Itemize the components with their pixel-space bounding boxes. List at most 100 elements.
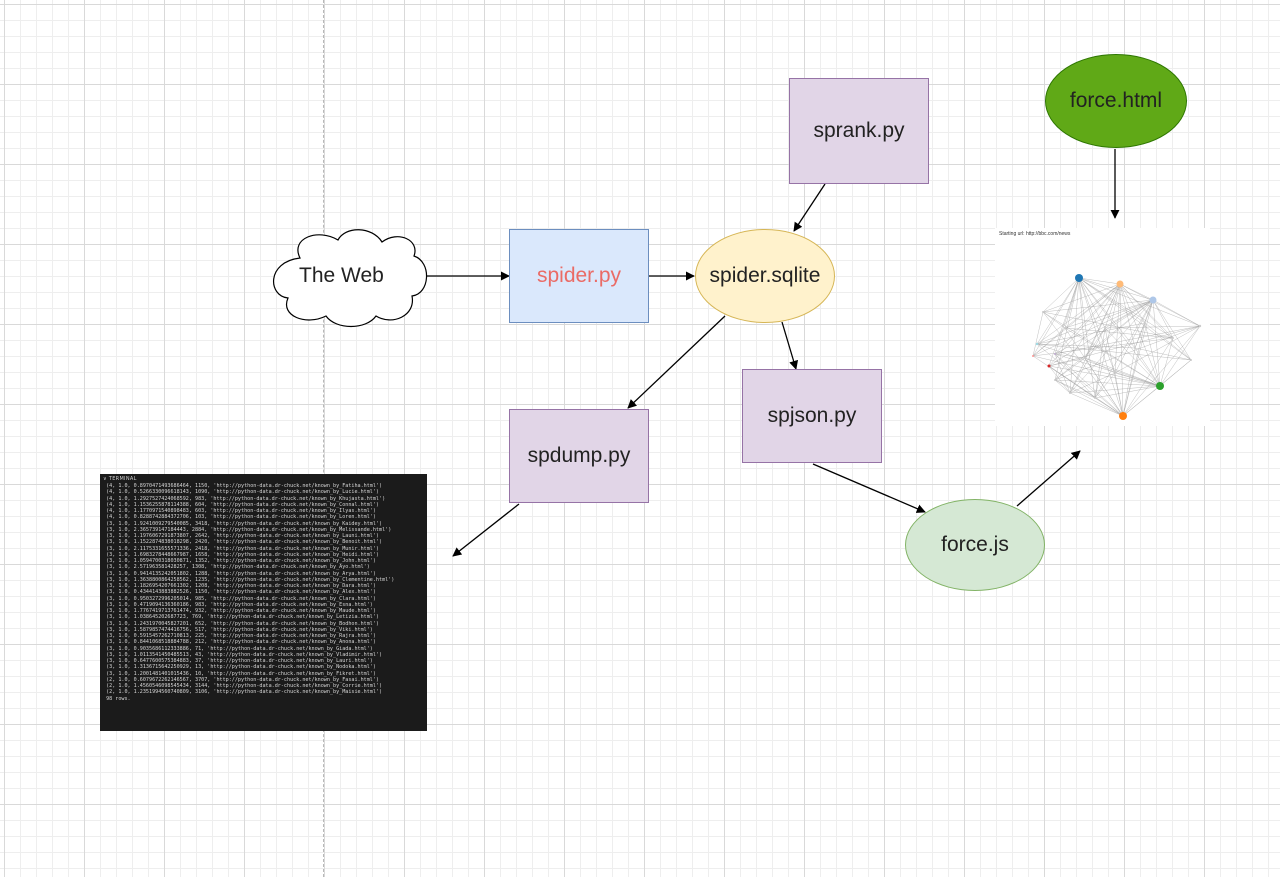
graph-edge <box>1048 325 1201 367</box>
graph-edge <box>1159 337 1174 387</box>
force-js-node[interactable]: force.js <box>905 499 1045 591</box>
graph-edge <box>1048 299 1154 367</box>
graph-edge <box>1036 343 1136 349</box>
graph-node <box>1116 280 1124 288</box>
terminal-screenshot[interactable]: ∨ TERMINAL (4, 1.0, 0.8970471493686464, … <box>100 474 427 731</box>
graph-node <box>1149 296 1157 304</box>
graph-edge <box>1054 379 1124 417</box>
arrow-sqlite-to-spdump[interactable] <box>627 315 726 409</box>
graph-node <box>1198 324 1202 328</box>
graph-edge <box>1042 311 1174 339</box>
graph-edge <box>1122 325 1201 417</box>
terminal-line: (3, 1.0, 0.4719094136360186, 983, 'http:… <box>103 601 373 608</box>
graph-edge <box>1119 283 1146 324</box>
force-graph-preview[interactable]: Starting url: http://bbc.com/news <box>995 228 1210 426</box>
terminal-line: (3, 1.0, 0.5915457262710813, 225, 'http:… <box>103 633 376 639</box>
terminal-line: (4, 1.0, 0.5266330096618143, 1090, 'http… <box>103 489 380 496</box>
arrow-sprank-to-sqlite[interactable] <box>793 183 826 232</box>
graph-edge <box>1104 299 1154 329</box>
graph-title: Starting url: http://bbc.com/news <box>999 231 1071 237</box>
terminal-line: (4, 1.0, 1.1770971540898483, 603, 'http:… <box>103 508 376 514</box>
graph-edge <box>1069 392 1124 417</box>
graph-edge <box>1094 327 1106 399</box>
graph-edge <box>1084 357 1116 374</box>
graph-node <box>1134 347 1136 349</box>
graph-edge <box>1064 327 1161 387</box>
spider-sqlite-node[interactable]: spider.sqlite <box>695 229 835 323</box>
terminal-output: (4, 1.0, 0.8970471493686464, 1150, 'http… <box>103 483 424 702</box>
graph-edge <box>1084 357 1161 387</box>
graph-edge <box>1078 277 1121 285</box>
graph-node <box>1054 379 1056 381</box>
graph-edge <box>1078 277 1124 417</box>
terminal-line: (4, 1.0, 1.1536255878114388, 604, 'http:… <box>103 501 380 508</box>
arrow-spjson-to-forcejs[interactable] <box>812 463 926 513</box>
terminal-line: (3, 1.0, 1.5879857474416756, 517, 'http:… <box>103 626 373 633</box>
graph-edge <box>1054 325 1201 355</box>
terminal-line: (2, 1.0, 0.6079672262146567, 3707, 'http… <box>103 676 380 683</box>
graph-edge <box>1114 299 1154 374</box>
spider-sqlite-label: spider.sqlite <box>709 264 821 287</box>
graph-edge <box>1078 277 1116 374</box>
terminal-line: (3, 1.0, 1.7767419713761474, 932, 'http:… <box>103 608 376 614</box>
spider-py-label: spider.py <box>536 264 622 287</box>
terminal-line: (3, 1.0, 1.6983278448667987, 1658, 'http… <box>103 551 380 558</box>
force-html-node[interactable]: force.html <box>1045 54 1187 148</box>
graph-edge <box>1054 353 1161 387</box>
sprank-py-node[interactable]: sprank.py <box>789 78 929 184</box>
graph-edge <box>1054 379 1096 399</box>
graph-edge <box>1069 299 1154 394</box>
graph-node <box>1172 337 1174 339</box>
spjson-py-node[interactable]: spjson.py <box>742 369 882 463</box>
spider-py-node[interactable]: spider.py <box>509 229 649 323</box>
network-graph <box>1032 274 1202 420</box>
graph-edge <box>1078 277 1192 361</box>
graph-edge <box>1054 325 1201 381</box>
graph-edge <box>1122 299 1154 417</box>
graph-edge <box>1119 283 1124 417</box>
terminal-line: (3, 1.0, 0.9503272996205014, 985, 'http:… <box>103 595 376 602</box>
terminal-line: (3, 1.0, 0.9035686112333886, 71, 'http:/… <box>103 645 373 652</box>
graph-edge <box>1144 322 1192 361</box>
graph-edge <box>1078 277 1201 327</box>
graph-edge <box>1119 283 1201 327</box>
graph-node <box>1047 364 1051 368</box>
graph-node <box>1069 392 1071 394</box>
page-break-guide <box>323 0 324 877</box>
the-web-label: The Web <box>299 264 384 287</box>
graph-edge <box>1036 343 1124 417</box>
graph-edge <box>1054 353 1096 399</box>
graph-edge <box>1036 283 1121 345</box>
graph-node <box>1190 359 1192 361</box>
graph-edge <box>1069 283 1121 394</box>
graph-edge <box>1078 277 1154 301</box>
terminal-line: (3, 1.0, 1.3136715642250929, 13, 'http:/… <box>103 664 376 671</box>
graph-edge <box>1048 357 1086 367</box>
arrow-spdump-to-terminal[interactable] <box>452 503 520 557</box>
arrow-forcejs-to-graph[interactable] <box>1016 450 1081 507</box>
graph-edge <box>1134 322 1146 349</box>
graph-edge <box>1114 325 1201 374</box>
graph-edge <box>1069 372 1116 394</box>
graph-edge <box>1042 311 1124 417</box>
force-js-label: force.js <box>941 533 1009 556</box>
graph-edge <box>1069 327 1106 394</box>
graph-edge <box>1054 299 1154 355</box>
terminal-line: (3, 1.0, 1.2431970045827201, 652, 'http:… <box>103 620 380 627</box>
graph-node <box>1042 311 1044 313</box>
graph-edge <box>1048 365 1071 394</box>
graph-edge <box>1054 277 1080 355</box>
cloud-shape[interactable] <box>273 229 428 327</box>
spdump-py-node[interactable]: spdump.py <box>509 409 649 503</box>
graph-edge <box>1078 277 1174 339</box>
graph-node <box>1075 274 1083 282</box>
terminal-line: 98 rows. <box>103 695 131 702</box>
graph-edge <box>1054 299 1154 381</box>
terminal-line: (2, 1.0, 1.2351994560740809, 3106, 'http… <box>103 689 383 696</box>
graph-edge <box>1032 311 1044 357</box>
graph-node <box>1084 357 1086 359</box>
spjson-py-label: spjson.py <box>767 404 857 427</box>
graph-edge <box>1152 299 1201 327</box>
graph-edge <box>1122 347 1136 417</box>
arrow-sqlite-to-spjson[interactable] <box>781 321 799 370</box>
